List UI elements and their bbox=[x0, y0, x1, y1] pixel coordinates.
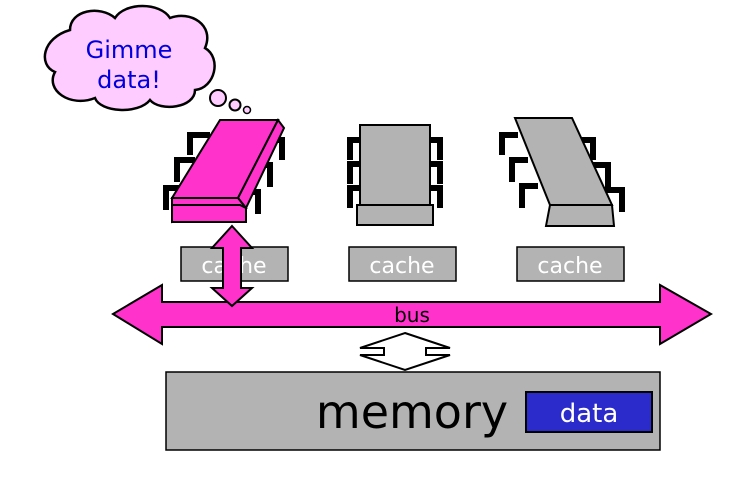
thought-line-2: data! bbox=[97, 66, 161, 94]
cache-2: cache bbox=[348, 246, 457, 282]
bus: bus bbox=[111, 283, 713, 346]
bus-memory-arrow bbox=[359, 331, 451, 372]
bus-label: bus bbox=[394, 303, 430, 327]
bus-arrow bbox=[111, 283, 713, 346]
cache-3: cache bbox=[516, 246, 625, 282]
memory-label: memory bbox=[316, 385, 508, 439]
data-box bbox=[525, 391, 653, 433]
processor-chip-3 bbox=[499, 117, 625, 227]
thought-dot-1 bbox=[209, 89, 227, 107]
memory: memory data bbox=[165, 371, 661, 451]
thought-bubble: Gimme data! bbox=[43, 4, 252, 115]
cache-2-label: cache bbox=[369, 254, 434, 279]
processor-chip-2 bbox=[347, 124, 443, 226]
processor-chip-1 bbox=[163, 118, 286, 224]
thought-line-1: Gimme bbox=[86, 36, 173, 64]
data-box-label: data bbox=[560, 399, 619, 429]
thought-cloud bbox=[43, 4, 216, 112]
cpu-bus-arrow bbox=[209, 224, 255, 308]
thought-dot-2 bbox=[228, 98, 242, 112]
thought-dot-3 bbox=[242, 105, 252, 115]
cache-3-label: cache bbox=[537, 254, 602, 279]
